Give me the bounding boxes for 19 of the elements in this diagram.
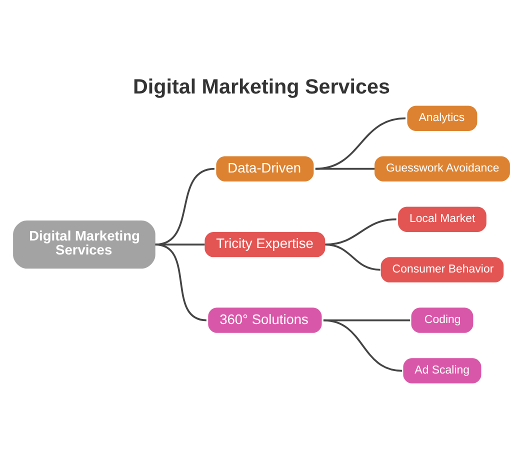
connector [325,218,396,245]
node-box: Coding [411,307,474,332]
node-box: Consumer Behavior [380,256,504,282]
node-box: Analytics [407,105,478,130]
connector [325,243,380,270]
node-box: Guesswork Avoidance [374,156,510,181]
connector [323,318,402,372]
node-box: 360° Solutions [208,307,322,332]
node-box: Local Market [398,206,486,232]
node-box: Data-Driven [216,156,314,181]
connector [155,167,215,245]
connector [315,116,406,170]
node-box: Tricity Expertise [204,231,326,257]
node-box: Digital Marketing Services [13,220,156,268]
node-box: Ad Scaling [403,358,482,383]
connector [155,243,205,245]
connector [155,243,207,321]
connector [315,167,375,170]
diagram-title: Digital Marketing Services [132,75,390,98]
